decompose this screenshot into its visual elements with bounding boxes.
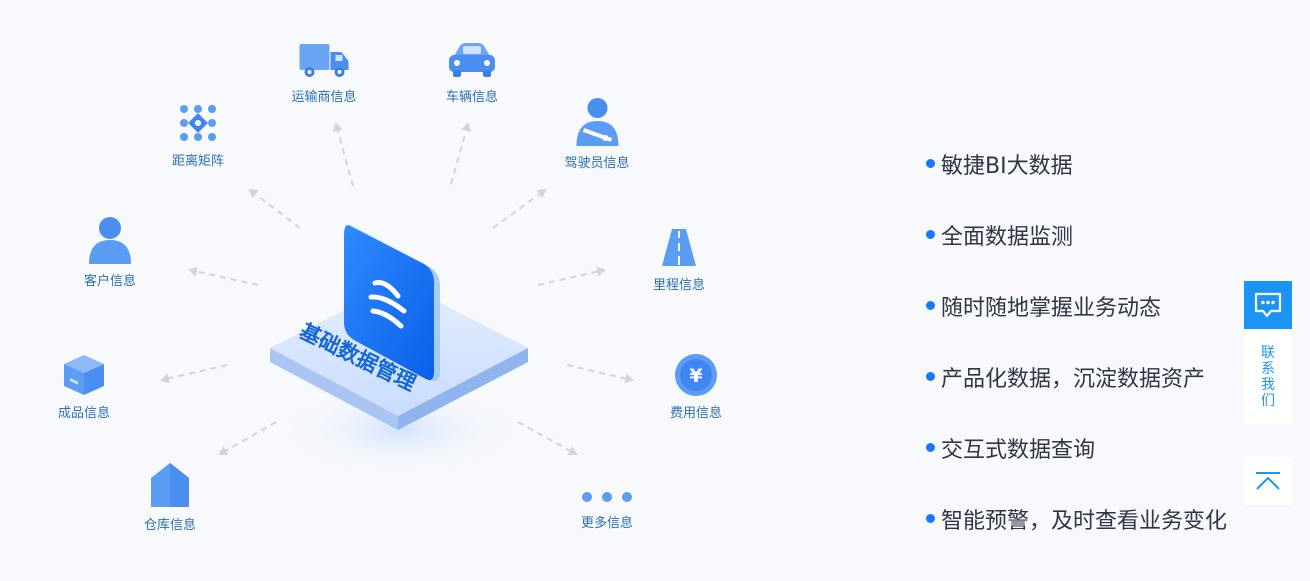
chat-bubble-icon [1254,292,1282,318]
feature-item: 敏捷BI大数据 [926,128,1256,199]
node-label: 费用信息 [669,406,723,421]
contact-char: 系 [1261,360,1275,377]
arrow-matrix [248,188,301,229]
feature-text: 敏捷BI大数据 [941,153,1073,179]
platform-glow [280,385,520,475]
arrow-product [160,364,228,384]
feature-text: 智能预警，及时查看业务变化 [941,508,1228,534]
arrow-warehouse [218,421,277,455]
arrow-carrier [333,122,354,187]
contact-us-widget[interactable]: 联 系 我 们 [1244,281,1292,424]
node-label: 距离矩阵 [171,154,225,169]
contact-char: 我 [1261,376,1275,393]
contact-char: 联 [1261,344,1275,361]
feature-item: 产品化数据，沉淀数据资产 [926,341,1256,412]
feature-item: 交互式数据查询 [926,412,1256,483]
diagram-canvas: 基础数据管理 [160,122,634,475]
warehouse-icon [150,463,189,507]
feature-list: 敏捷BI大数据 全面数据监测 随时随地掌握业务动态 产品化数据，沉淀数据资产 交… [926,128,1256,554]
yen-coin-icon: ¥ [674,354,717,396]
node-label: 更多信息 [580,516,633,531]
feature-text: 随时随地掌握业务动态 [941,295,1162,321]
arrow-driver [492,188,547,229]
bullet-dot [926,372,935,381]
node-customer-info[interactable]: 客户信息 [84,214,136,289]
bullet-dot [926,443,935,452]
contact-us-text[interactable]: 联 系 我 们 [1244,329,1292,424]
feature-item: 随时随地掌握业务动态 [926,270,1256,341]
more-dots-icon [582,492,632,502]
connector-arrows [160,122,634,455]
driver-icon [575,98,618,146]
back-to-top-icon [1256,472,1280,490]
arrow-more [517,421,578,455]
road-icon [661,229,696,266]
arrow-mileage [537,266,606,286]
truck-icon [298,44,348,77]
node-label: 里程信息 [652,278,706,293]
dot-grid-icon [179,105,216,141]
node-label: 客户信息 [83,274,137,289]
node-driver-info[interactable]: 驾驶员信息 [564,96,630,171]
list-lines-icon [368,280,407,329]
node-product-info[interactable]: 成品信息 [58,352,110,421]
chat-button[interactable] [1244,281,1292,329]
node-vehicle-info[interactable]: 车辆信息 [446,40,498,105]
feature-text: 交互式数据查询 [941,437,1096,463]
back-to-top-button[interactable] [1244,457,1292,505]
car-icon [448,43,495,77]
user-icon [88,217,131,264]
feature-text: 产品化数据，沉淀数据资产 [941,366,1206,392]
node-label: 车辆信息 [445,90,499,105]
feature-item: 智能预警，及时查看业务变化 [926,483,1256,554]
node-mileage-info[interactable]: 里程信息 [653,226,705,293]
contact-char: 们 [1261,392,1275,409]
node-more-info[interactable]: 更多信息 [579,486,635,531]
feature-text: 全面数据监测 [941,224,1074,250]
node-warehouse-info[interactable]: 仓库信息 [144,460,196,533]
feature-item: 全面数据监测 [926,199,1256,270]
bullet-dot [926,514,935,523]
arrow-cost [566,364,634,384]
arrow-vehicle [450,122,471,185]
bullet-dot [926,230,935,239]
node-label: 成品信息 [57,406,111,421]
node-label: 运输商信息 [291,90,357,105]
node-distance-matrix[interactable]: 距离矩阵 [172,102,224,169]
node-carrier-info[interactable]: 运输商信息 [291,40,357,105]
bullet-dot [926,301,935,310]
box-icon [63,355,104,395]
arrow-customer [188,266,259,286]
node-cost-info[interactable]: ¥ 费用信息 [670,352,722,421]
svg-text:¥: ¥ [689,365,702,387]
node-label: 仓库信息 [143,518,197,533]
node-label: 驾驶员信息 [564,156,630,171]
bullet-dot [926,159,935,168]
